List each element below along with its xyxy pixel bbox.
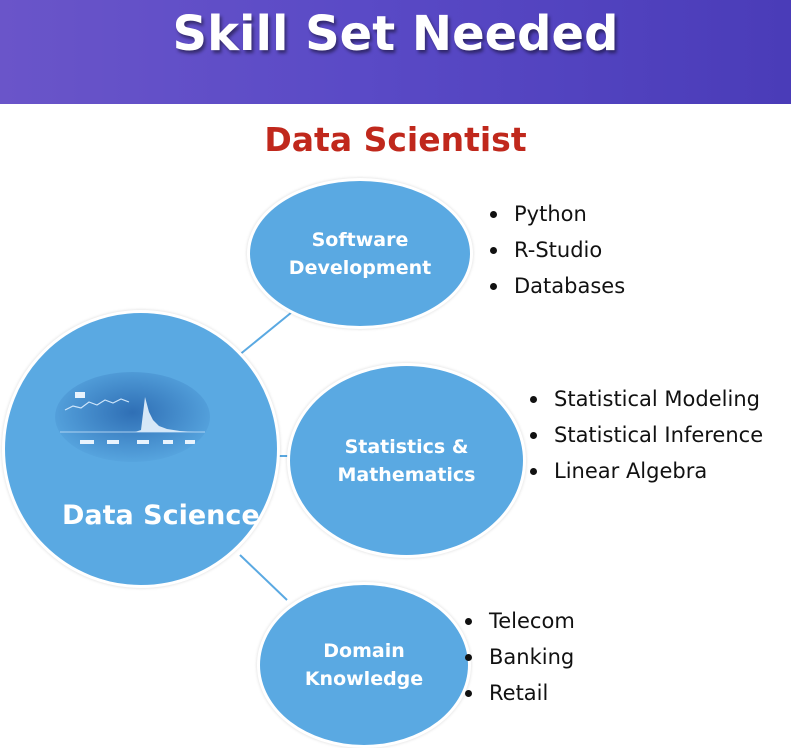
node-label-line2: Knowledge [304,668,424,690]
list-item: Statistical Modeling [528,381,763,417]
list-item: Banking [463,639,575,675]
node-domain-knowledge: Domain Knowledge [257,582,471,748]
node-label-line1: Domain [323,640,405,662]
software-skills-list: Python R-Studio Databases [488,196,625,304]
list-item: Databases [488,268,625,304]
list-item: Linear Algebra [528,453,763,489]
list-item: Telecom [463,603,575,639]
connector-domain [239,554,288,601]
statistics-skills-list: Statistical Modeling Statistical Inferen… [528,381,763,489]
title-banner [0,0,791,104]
hub-label: Data Science [62,500,260,531]
analytics-dashboard-image [55,372,210,462]
node-statistics-mathematics: Statistics & Mathematics [287,363,526,558]
list-item: R-Studio [488,232,625,268]
node-label-line1: Statistics & [344,435,469,458]
node-label-line1: Software [311,228,409,251]
list-item: Python [488,196,625,232]
node-label-line2: Development [288,256,432,279]
node-software-development: Software Development [247,178,473,329]
diagram-subtitle: Data Scientist [264,120,527,159]
domain-skills-list: Telecom Banking Retail [463,603,575,711]
list-item: Retail [463,675,575,711]
page-title: Skill Set Needed [172,6,619,62]
connector-software [232,311,293,361]
list-item: Statistical Inference [528,417,763,453]
node-label-line2: Mathematics [337,463,476,486]
